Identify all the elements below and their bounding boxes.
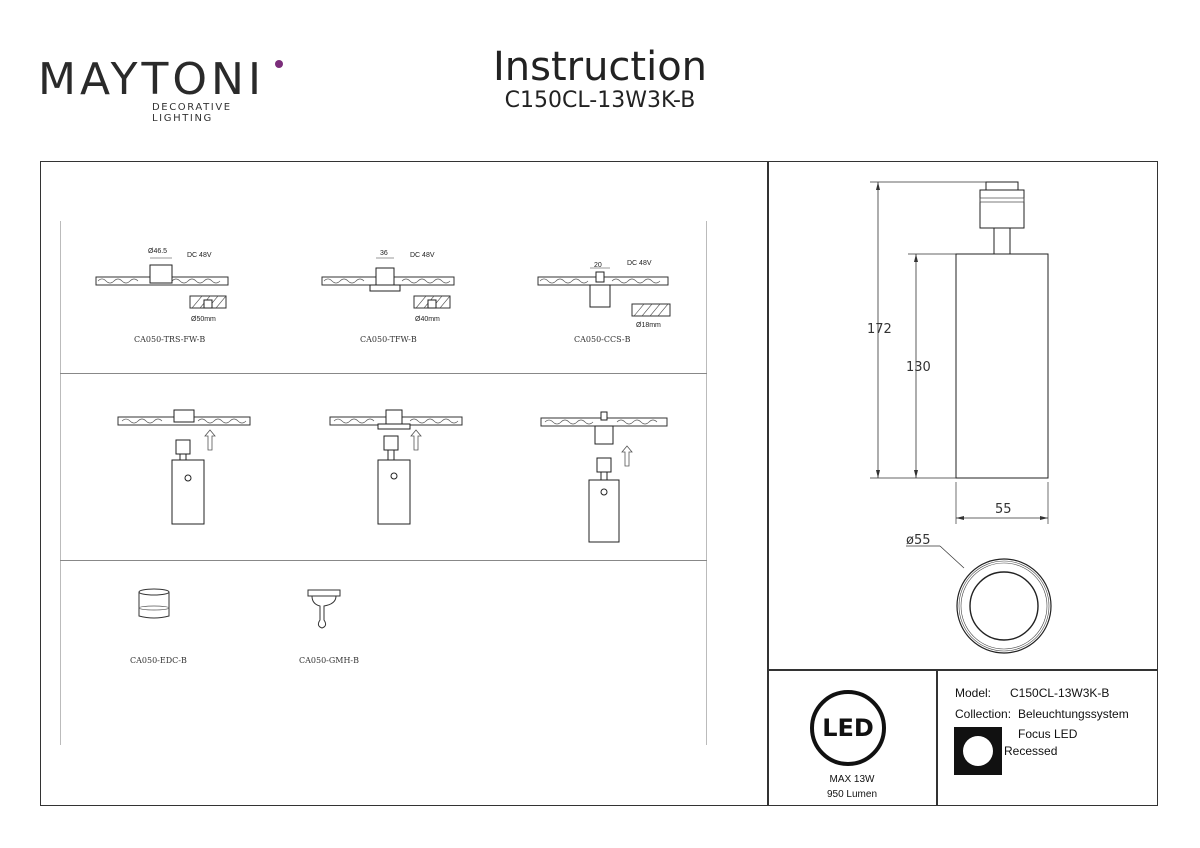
brand-tagline: DECORATIVE LIGHTING	[152, 102, 232, 124]
page-model: C150CL-13W3K-B	[504, 88, 696, 113]
mount-option-1-hole: Ø50mm	[191, 316, 216, 323]
dimension-width: 55	[995, 502, 1012, 517]
frame-divider-right	[767, 669, 1158, 671]
accessory-2-code: CA050-GMH-B	[299, 656, 360, 665]
drawing-frame	[40, 161, 1158, 806]
led-badge: LED	[810, 690, 886, 766]
row-divider-2	[60, 560, 707, 561]
led-power: MAX 13W	[829, 774, 875, 785]
mount-option-1-code: CA050-TRS-FW-B	[134, 335, 206, 344]
spec-type-value: Focus LED	[1018, 727, 1078, 741]
fixture-dimension-drawing	[870, 181, 1049, 524]
dimension-diameter: ø55	[906, 533, 931, 548]
install-step-3-drawing	[540, 411, 668, 543]
accessory-1-code: CA050-EDC-B	[130, 656, 187, 665]
mount-option-2-hole: Ø40mm	[415, 316, 440, 323]
page-title: Instruction	[492, 44, 708, 90]
spec-collection-value: Beleuchtungssystem	[1018, 707, 1129, 721]
inner-panel-left-edge	[60, 221, 61, 745]
mount-option-2-drawing	[321, 257, 455, 309]
brand-dot	[275, 60, 283, 68]
frame-divider-info	[936, 669, 938, 806]
mount-option-3-drawing	[537, 267, 671, 317]
install-step-1-drawing	[117, 409, 251, 525]
mount-option-2-size: 36	[380, 250, 388, 257]
frame-divider-vertical	[767, 161, 769, 806]
spec-collection-label: Collection:	[955, 707, 1012, 721]
spec-mount-value: Recessed	[1004, 744, 1058, 758]
brand-logo: MAYTONI DECORATIVE LIGHTING	[38, 54, 288, 124]
spec-model-value: C150CL-13W3K-B	[1010, 686, 1110, 700]
mount-option-2-code: CA050-TFW-B	[360, 335, 417, 344]
led-lumen: 950 Lumen	[826, 789, 878, 800]
mount-option-1-drawing	[95, 257, 229, 309]
led-badge-text: LED	[822, 714, 874, 742]
dimension-total-height: 172	[867, 322, 892, 337]
inner-panel-right-edge	[706, 221, 707, 745]
spec-model-label: Model:	[955, 686, 992, 700]
brand-name: MAYTONI	[38, 54, 265, 105]
fixture-front-view	[906, 545, 1052, 654]
accessory-2-drawing	[307, 589, 341, 629]
recessed-icon	[954, 727, 1002, 775]
dimension-body-height: 130	[906, 360, 931, 375]
mount-option-3-code: CA050-CCS-B	[574, 335, 631, 344]
mount-option-1-voltage: DC 48V	[187, 252, 212, 259]
mount-option-3-hole: Ø18mm	[636, 322, 661, 329]
mount-option-3-size: 20	[594, 262, 602, 269]
mount-option-3-voltage: DC 48V	[627, 260, 652, 267]
install-step-2-drawing	[329, 409, 463, 525]
mount-option-1-size: Ø46.5	[148, 248, 168, 255]
mount-option-2-voltage: DC 48V	[410, 252, 435, 259]
row-divider-1	[60, 373, 707, 374]
accessory-1-drawing	[138, 588, 170, 619]
